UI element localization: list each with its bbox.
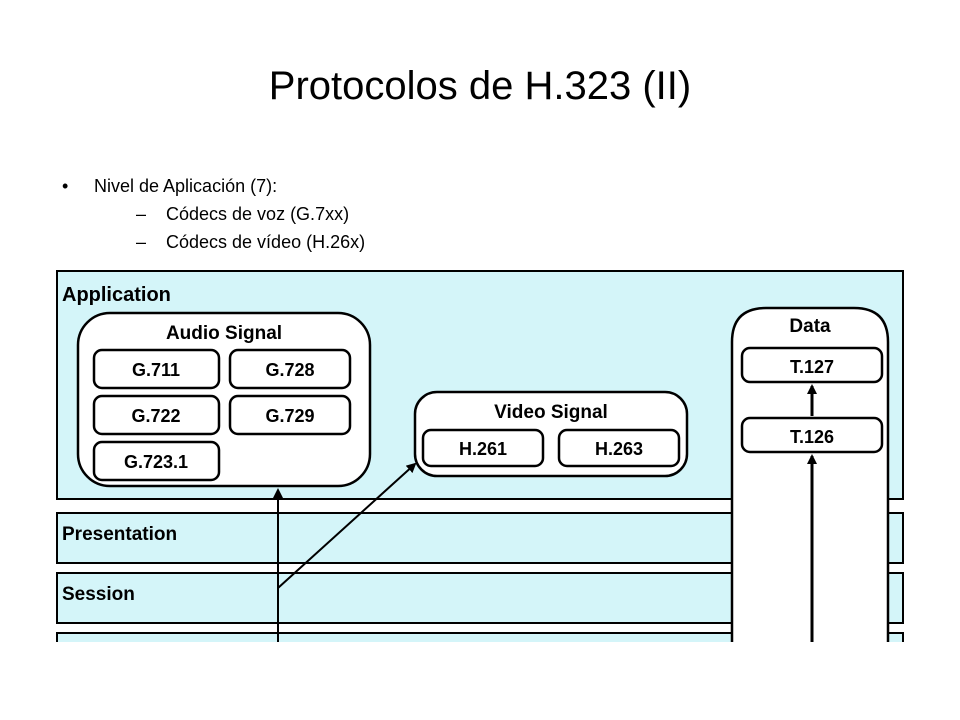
protocol-t127-label: T.127 — [790, 357, 834, 377]
codec-g722-label: G.722 — [131, 406, 180, 426]
codec-g728 — [228, 348, 352, 390]
data-column — [730, 306, 890, 642]
codec-h261-label: H.261 — [459, 439, 507, 459]
codec-g711-label: G.711 — [132, 360, 180, 380]
dash-mark: – — [136, 204, 147, 224]
slide-title: Protocolos de H.323 (II) — [268, 64, 692, 108]
transport-layer-partial — [56, 632, 904, 642]
codec-g728-label: G.728 — [265, 360, 314, 380]
audio-signal-title: Audio Signal — [166, 323, 282, 344]
sub-bullet-text-video: Códecs de vídeo (H.26x) — [166, 232, 366, 252]
session-layer-label: Session — [62, 584, 135, 605]
codec-g722 — [92, 394, 221, 436]
codec-g7231 — [92, 440, 221, 482]
dash-mark: – — [136, 232, 147, 252]
sub-bullet-item: – Códecs de vídeo (H.26x) — [94, 232, 365, 253]
codec-h261 — [421, 428, 545, 468]
sub-bullet-item: – Códecs de voz (G.7xx) — [94, 204, 365, 225]
bullet-list: • Nivel de Aplicación (7): – Códecs de v… — [62, 176, 365, 253]
bullet-item: • Nivel de Aplicación (7): – Códecs de v… — [62, 176, 365, 253]
bullet-dot: • — [62, 176, 69, 196]
bullet-text: Nivel de Aplicación (7): — [94, 176, 278, 196]
application-layer-label: Application — [62, 284, 171, 306]
protocol-t126 — [740, 416, 884, 454]
codec-g711 — [92, 348, 221, 390]
codec-h263 — [557, 428, 681, 468]
codec-g7231-label: G.723.1 — [124, 452, 188, 472]
codec-g729-label: G.729 — [265, 406, 314, 426]
protocol-t126-label: T.126 — [790, 427, 834, 447]
sub-bullet-list: – Códecs de voz (G.7xx) – Códecs de víde… — [94, 204, 365, 253]
arrow-to-video — [277, 462, 417, 589]
diagram-svg: Application Presentation Session Audio S… — [56, 270, 904, 642]
h323-protocol-diagram: Application Presentation Session Audio S… — [56, 270, 904, 642]
data-title: Data — [789, 316, 831, 337]
presentation-layer-label: Presentation — [62, 524, 177, 545]
codec-g729 — [228, 394, 352, 436]
codec-h263-label: H.263 — [595, 439, 643, 459]
protocol-t127 — [740, 346, 884, 384]
sub-bullet-text-voice: Códecs de voz (G.7xx) — [166, 204, 350, 224]
video-signal-title: Video Signal — [494, 402, 608, 423]
